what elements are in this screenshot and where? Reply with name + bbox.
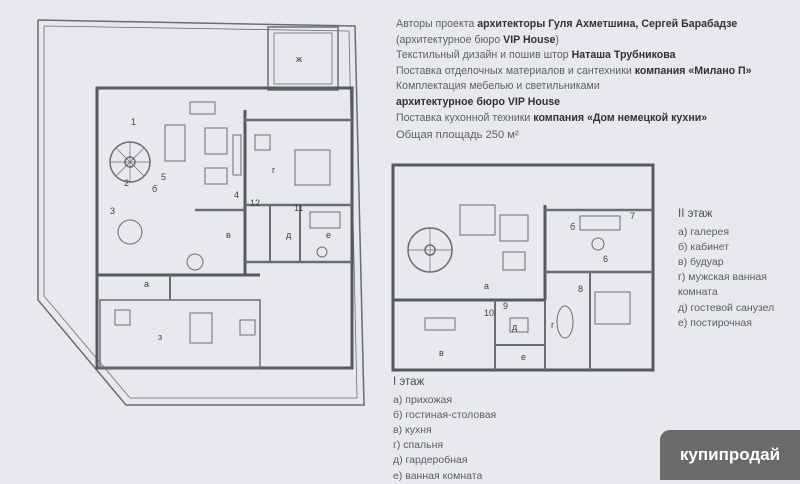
legend-item: б) гостиная-столовая (393, 409, 497, 422)
plan-label: б (152, 184, 157, 194)
plan-label: в (439, 348, 444, 358)
plan-label: 4 (234, 190, 239, 200)
terrace-outline (37, 19, 365, 406)
room-zh (267, 26, 339, 91)
plan-label: 5 (161, 172, 166, 182)
plan-label: а (144, 279, 149, 289)
floor1-legend: I этаж а) прихожая б) гостиная-столовая … (393, 375, 496, 484)
credit-kitchen: Поставка кухонной техники компания «Дом … (396, 111, 792, 127)
credit-text: Поставка кухонной техники (396, 111, 534, 124)
plan-label: г (272, 165, 276, 175)
floor2-walls (391, 163, 655, 372)
plan-label: б (570, 222, 575, 232)
plan-label: 6 (603, 254, 608, 264)
plan-label: е (326, 230, 331, 240)
credit-text: Текстильный дизайн и пошив штор (396, 49, 572, 62)
floor1-title: I этаж (393, 376, 425, 388)
plan-label: 9 (503, 301, 508, 311)
credit-highlight: Наташа Трубникова (571, 49, 676, 62)
plan-label: 10 (484, 308, 494, 318)
legend-item: в) кухня (393, 424, 432, 437)
credit-materials: Поставка отделочных материалов и сантехн… (396, 64, 792, 80)
plan-label: а (484, 281, 489, 291)
legend-item: г) спальня (393, 439, 444, 452)
legend-item: а) прихожая (393, 394, 453, 407)
floor2-title: II этаж (678, 208, 713, 220)
credit-highlight: архитекторы Гуля Ахметшина, Сергей Бараб… (477, 18, 738, 30)
credit-highlight: компания «Милано П» (634, 64, 752, 77)
credit-textile: Текстильный дизайн и пошив штор Наташа Т… (396, 48, 792, 64)
plan-label: 1 (131, 117, 136, 127)
floor2-legend: II этаж а) галерея б) кабинет в) будуар … (678, 207, 798, 331)
legend-item: е) ванная комната (393, 469, 483, 482)
credit-highlight: VIP House (503, 33, 556, 46)
legend-item: е) постирочная (678, 316, 752, 329)
credit-text: Авторы проекта (396, 18, 478, 30)
bed-f2 (594, 291, 631, 325)
plan-label: г (551, 320, 555, 330)
credit-highlight: архитектурное бюро VIP House (396, 95, 561, 108)
legend-item: а) галерея (678, 226, 730, 239)
legend-item: б) кабинет (678, 241, 730, 254)
plan-label: з (158, 332, 162, 342)
plan-label: д (286, 230, 292, 240)
plan-label: 7 (630, 211, 635, 221)
credit-bureau: (архитектурное бюро VIP House) (396, 33, 792, 49)
legend-item: в) будуар (678, 256, 724, 269)
plan-label: 11 (294, 203, 303, 213)
plan-label: 3 (110, 206, 115, 216)
credit-text: (архитектурное бюро (396, 33, 504, 46)
plan-label: 8 (578, 284, 583, 294)
credit-furniture-bureau: архитектурное бюро VIP House (396, 95, 792, 111)
watermark-logo: купипродай (660, 430, 800, 480)
plan-label: е (521, 352, 526, 362)
credit-text: Поставка отделочных материалов и сантехн… (396, 64, 635, 77)
credit-highlight: компания «Дом немецкой кухни» (533, 111, 708, 124)
project-credits: Авторы проекта архитекторы Гуля Ахметшин… (396, 17, 792, 144)
legend-item: г) мужская ванная комната (678, 271, 767, 299)
legend-item: д) гардеробная (393, 454, 468, 467)
plan-label: д (512, 322, 518, 332)
credit-furniture: Комплектация мебелью и светильниками (396, 79, 792, 95)
credit-text: Комплектация мебелью и светильниками (396, 80, 600, 93)
plan-label-zh: ж (296, 54, 302, 64)
plan-label: 12 (250, 198, 260, 208)
plan-label: в (226, 230, 231, 240)
credit-authors: Авторы проекта архитекторы Гуля Ахметшин… (396, 17, 792, 33)
room-z (99, 299, 261, 369)
plan-label: 2 (124, 178, 129, 188)
bed-f1 (294, 149, 331, 186)
total-area: Общая площадь 250 м² (396, 129, 519, 142)
legend-item: д) гостевой санузел (678, 301, 775, 314)
credit-text: ) (555, 33, 559, 46)
